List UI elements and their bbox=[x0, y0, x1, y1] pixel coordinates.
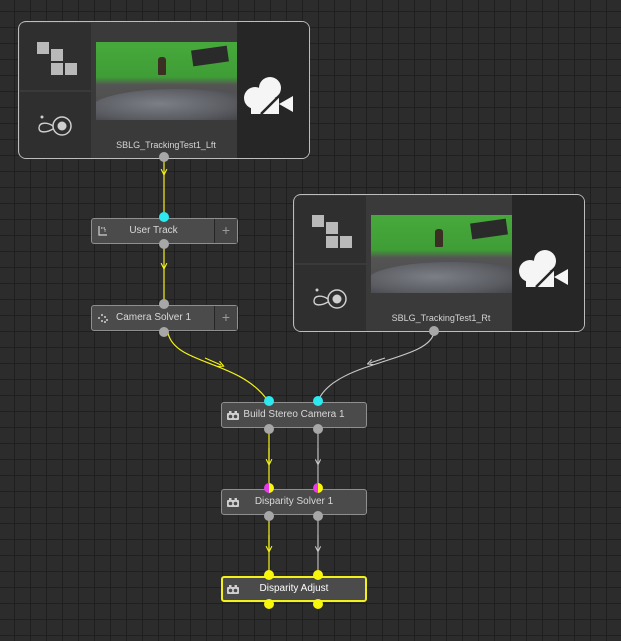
input-port-left[interactable] bbox=[264, 483, 274, 493]
node-label: Disparity Solver 1 bbox=[254, 496, 334, 507]
node-label: Disparity Adjust bbox=[259, 583, 329, 594]
output-port[interactable] bbox=[429, 326, 439, 336]
input-port-right[interactable] bbox=[313, 570, 323, 580]
grid-blocks-icon bbox=[312, 215, 352, 248]
input-port-right[interactable] bbox=[313, 483, 323, 493]
add-button[interactable]: + bbox=[214, 219, 237, 243]
output-port[interactable] bbox=[159, 152, 169, 162]
output-port[interactable] bbox=[159, 327, 169, 337]
user-track-icon bbox=[98, 226, 107, 236]
stereo-camera-icon bbox=[227, 498, 239, 507]
movie-camera-icon bbox=[244, 77, 293, 115]
movie-camera-icon bbox=[519, 250, 568, 288]
grid-blocks-icon bbox=[37, 42, 77, 75]
disparity-adjust-node[interactable]: Disparity Adjust bbox=[221, 576, 367, 602]
output-port-right[interactable] bbox=[313, 424, 323, 434]
wire-source-right-to-build-stereo bbox=[317, 331, 435, 402]
wire-camera-solver-to-build-stereo bbox=[167, 332, 269, 402]
stereo-camera-icon bbox=[227, 411, 239, 420]
layout-cell[interactable] bbox=[20, 23, 91, 90]
lens-ring-icon bbox=[313, 288, 347, 309]
layout-cell[interactable] bbox=[295, 196, 366, 263]
disparity-solver-node[interactable]: Disparity Solver 1 bbox=[221, 489, 367, 515]
node-label: User Track bbox=[129, 225, 178, 236]
output-port-right[interactable] bbox=[313, 599, 323, 609]
lens-cell[interactable] bbox=[20, 92, 91, 158]
source-label: SBLG_TrackingTest1_Lft bbox=[116, 140, 216, 150]
output-port-left[interactable] bbox=[264, 511, 274, 521]
input-port[interactable] bbox=[159, 212, 169, 222]
output-port-left[interactable] bbox=[264, 599, 274, 609]
camera-solver-icon bbox=[98, 314, 108, 323]
source-label: SBLG_TrackingTest1_Rt bbox=[391, 313, 491, 323]
output-port-right[interactable] bbox=[313, 511, 323, 521]
output-port-left[interactable] bbox=[264, 424, 274, 434]
build-stereo-camera-node[interactable]: Build Stereo Camera 1 bbox=[221, 402, 367, 428]
source-thumbnail bbox=[96, 42, 237, 120]
output-port[interactable] bbox=[159, 239, 169, 249]
node-label: Camera Solver 1 bbox=[115, 312, 192, 323]
lens-ring-icon bbox=[38, 115, 72, 136]
node-label: Build Stereo Camera 1 bbox=[243, 409, 345, 420]
stereo-camera-icon bbox=[227, 585, 239, 594]
source-thumbnail bbox=[371, 215, 512, 293]
input-port[interactable] bbox=[159, 299, 169, 309]
lens-cell[interactable] bbox=[295, 265, 366, 331]
source-node-left[interactable]: SBLG_TrackingTest1_Lft bbox=[18, 21, 310, 159]
add-button[interactable]: + bbox=[214, 306, 237, 330]
input-port-left[interactable] bbox=[264, 570, 274, 580]
source-node-right[interactable]: SBLG_TrackingTest1_Rt bbox=[293, 194, 585, 332]
input-port-right[interactable] bbox=[313, 396, 323, 406]
input-port-left[interactable] bbox=[264, 396, 274, 406]
